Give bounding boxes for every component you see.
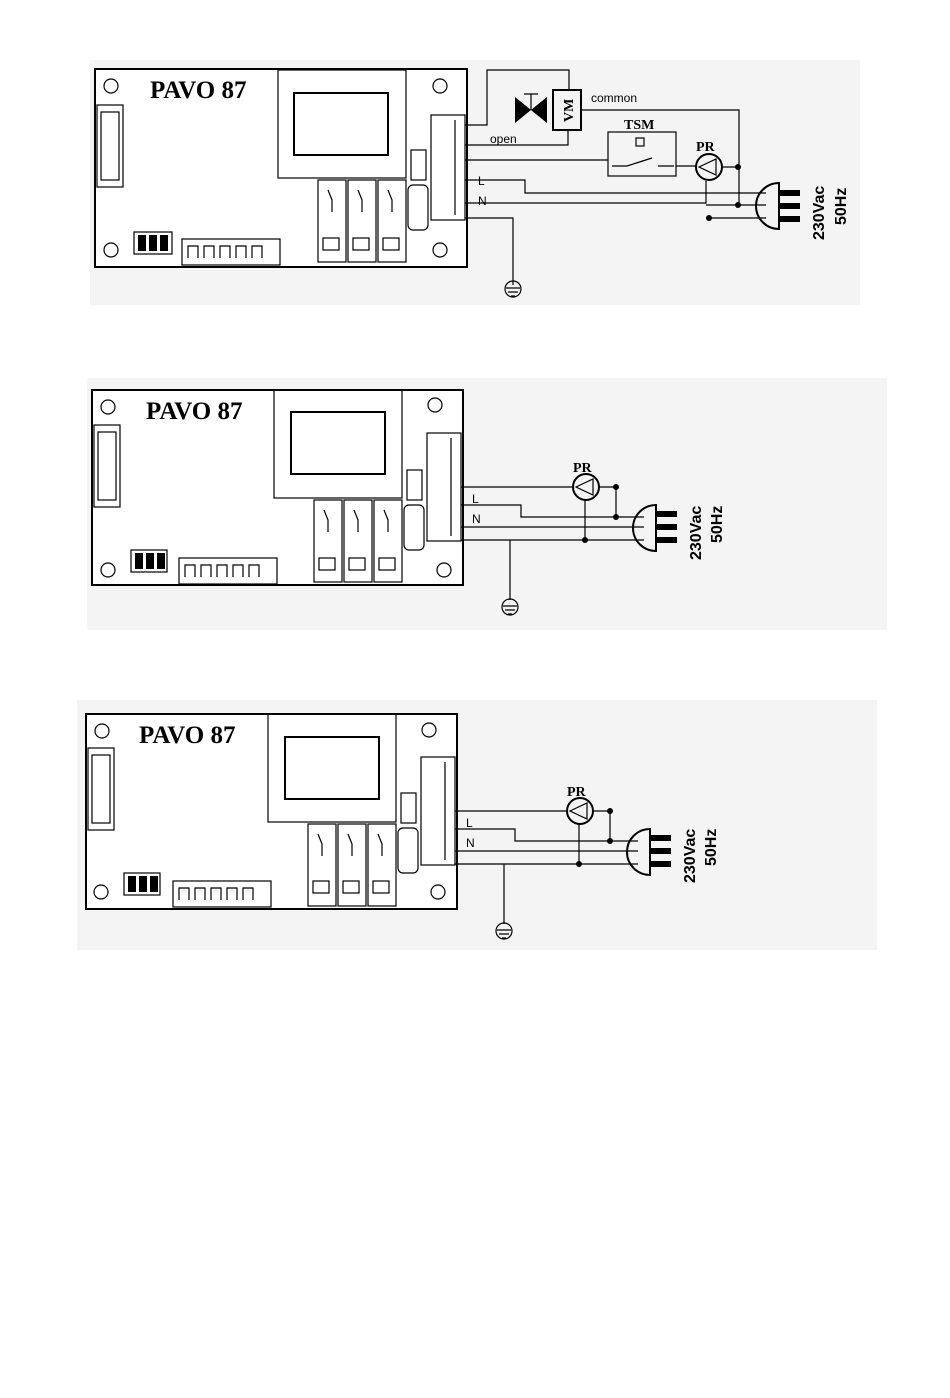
diagram-2: PAVO 87 PR (87, 378, 887, 630)
voltage-label: 230Vac (682, 829, 699, 883)
pcb-board: PAVO 87 (95, 69, 467, 267)
diagram-1: PAVO 87 VM (90, 60, 860, 305)
valve-motor-label: VM (562, 99, 577, 122)
neutral-label: N (478, 194, 487, 208)
junction-dot (582, 537, 588, 543)
junction-dot (607, 808, 613, 814)
line-label: L (478, 174, 485, 188)
neutral-label: N (472, 512, 481, 526)
frequency-label: 50Hz (703, 829, 720, 866)
line-label: L (466, 816, 473, 830)
common-label: common (591, 91, 637, 105)
junction-dot (576, 861, 582, 867)
thermostat-label: TSM (624, 118, 654, 133)
pump-label: PR (696, 140, 716, 155)
board-title: PAVO 87 (146, 398, 243, 425)
junction-dot (613, 484, 619, 490)
open-label: open (490, 132, 517, 146)
voltage-label: 230Vac (811, 186, 828, 240)
board-title: PAVO 87 (139, 722, 236, 749)
diagram-3: PAVO 87 PR (77, 700, 877, 950)
junction-dot (735, 202, 741, 208)
junction-dot (613, 514, 619, 520)
pump-label: PR (573, 461, 593, 476)
frequency-label: 50Hz (709, 506, 726, 543)
junction-dot (735, 164, 741, 170)
line-label: L (472, 492, 479, 506)
pcb-board: PAVO 87 (86, 714, 457, 909)
junction-dot (706, 215, 712, 221)
junction-dot (607, 838, 613, 844)
pump-label: PR (567, 785, 587, 800)
frequency-label: 50Hz (833, 188, 850, 225)
neutral-label: N (466, 836, 475, 850)
voltage-label: 230Vac (688, 506, 705, 560)
board-title: PAVO 87 (150, 77, 247, 104)
pcb-board: PAVO 87 (92, 390, 463, 585)
